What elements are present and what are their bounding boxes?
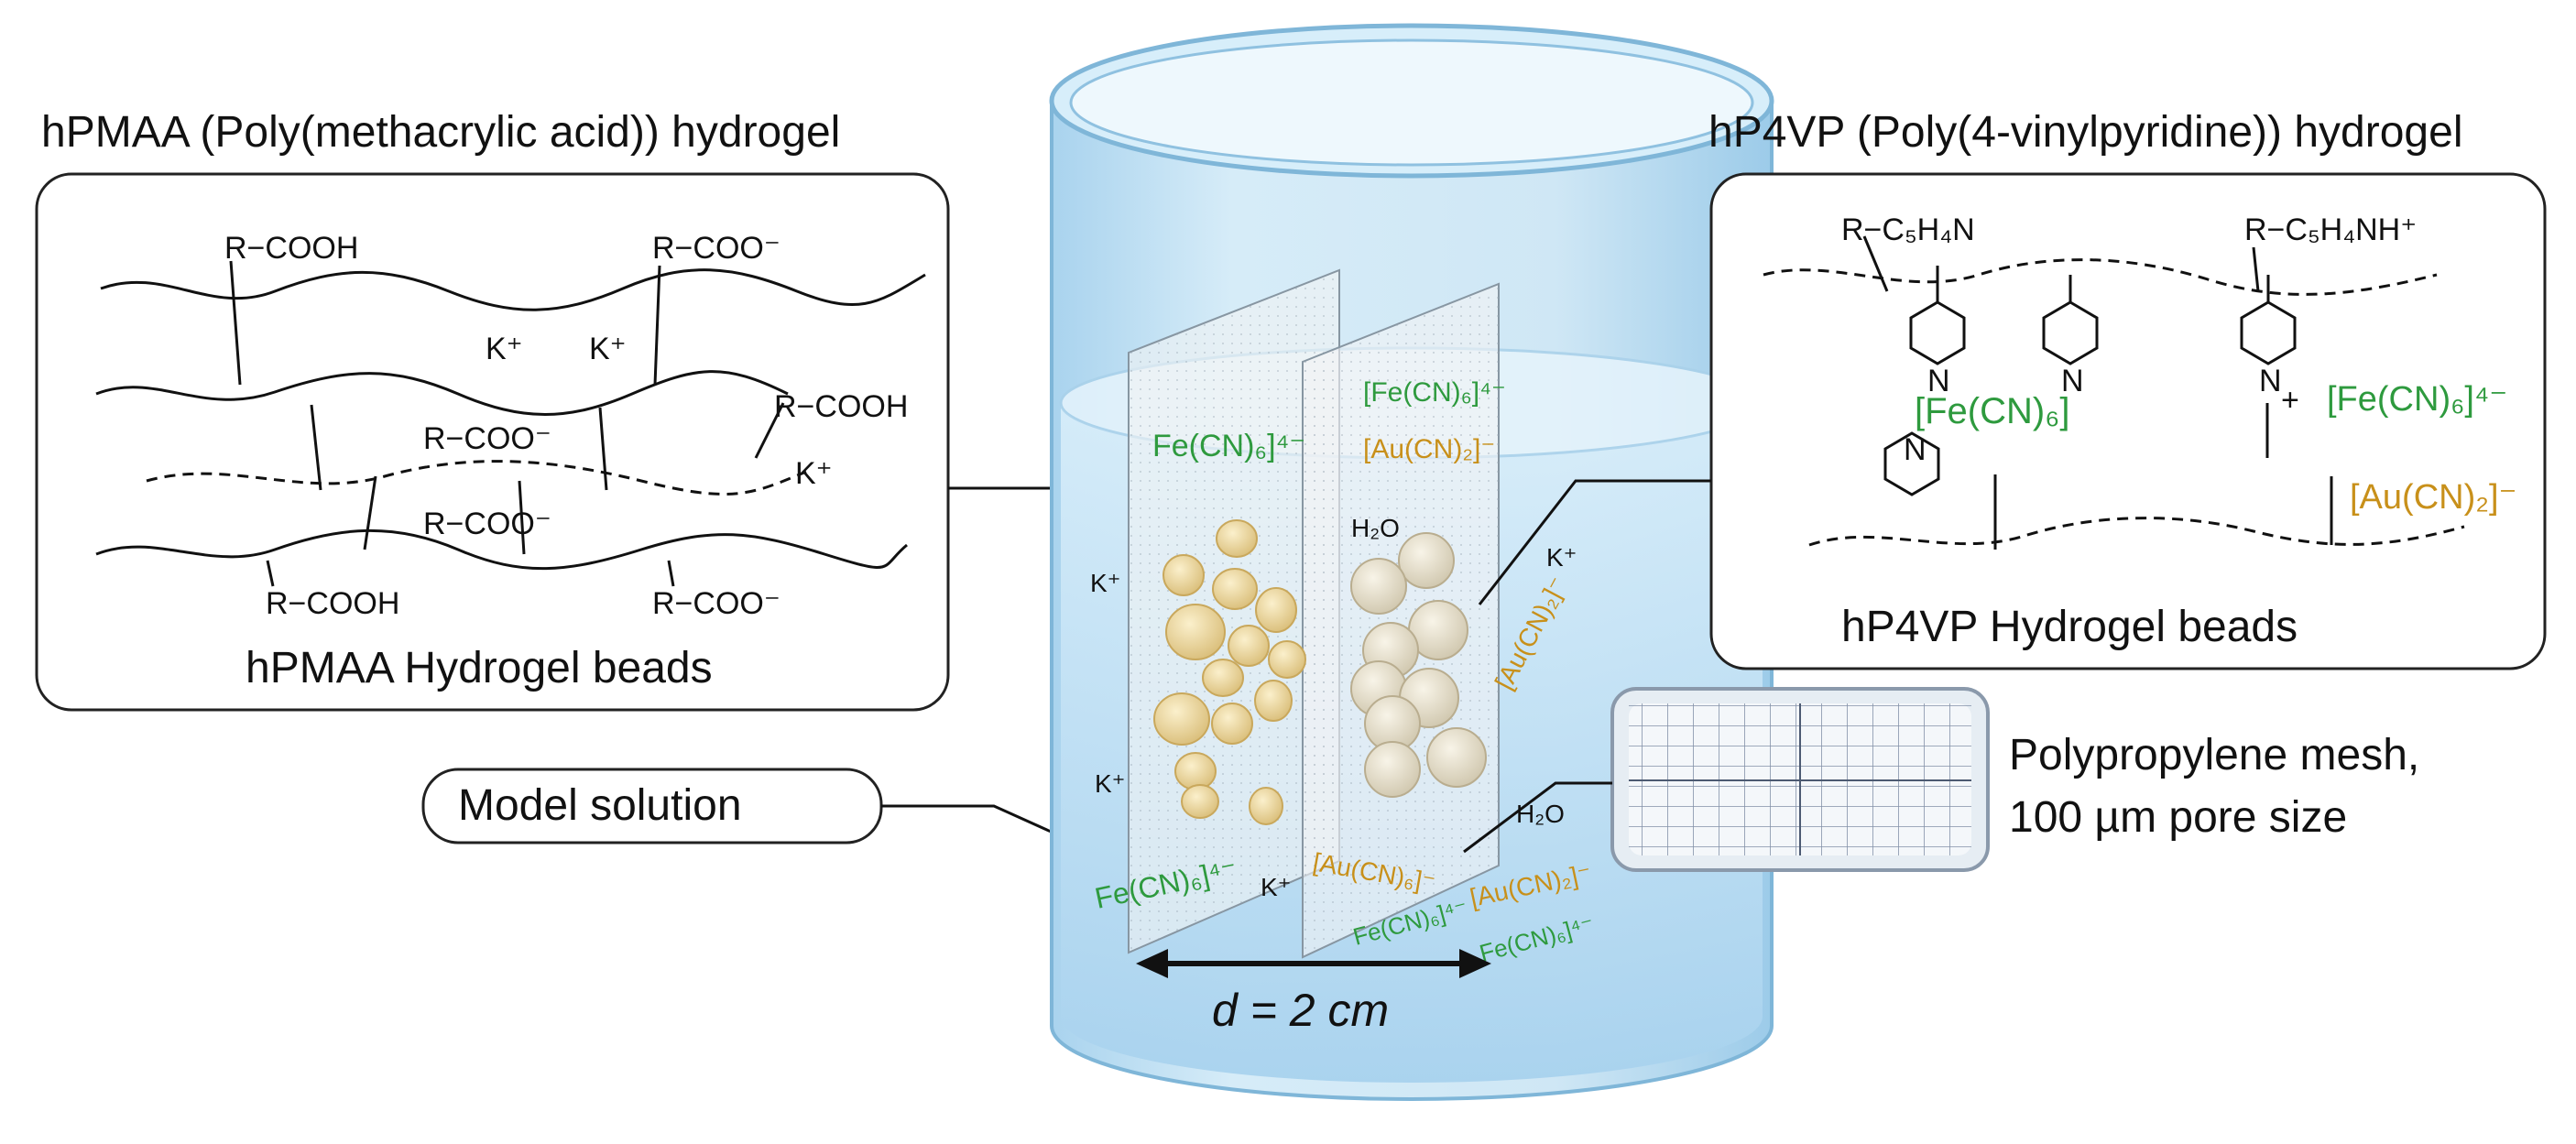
cylinder-rim-inner (1069, 38, 1754, 167)
ferrocyanide-label: Fe(CN)₆]⁴⁻ (1152, 429, 1305, 463)
hpmaa-bead (1181, 784, 1219, 819)
mesh-label-line1: Polypropylene mesh, (2009, 731, 2419, 779)
aurocyanide-label: [Au(CN)₂]⁻ (1363, 434, 1495, 464)
polymer-chain (100, 268, 926, 311)
polymer-chain (95, 370, 789, 416)
hpmaa-bead (1249, 787, 1283, 825)
hpmaa-bead (1268, 640, 1306, 679)
ring-nitrogen: N (2259, 364, 2282, 398)
polymer-chain-dashed (146, 460, 807, 496)
polymer-chain-dashed (1808, 517, 2465, 547)
ring-nitrogen: N (2061, 364, 2084, 398)
hpmaa-bead (1153, 692, 1210, 746)
pyridine-ring (1883, 300, 2297, 496)
ferrocyanide-label: [Fe(CN)₆]⁴⁻ (2327, 380, 2507, 419)
polymer-chain-dashed (1763, 258, 2438, 296)
mesh-label-line2: 100 µm pore size (2009, 793, 2347, 842)
hpmaa-bead (1216, 519, 1258, 558)
ferrocyanide-label: [Fe(CN)₆] (1915, 391, 2069, 431)
hp4vp-bead (1350, 558, 1407, 615)
ferrocyanide-label: [Fe(CN)₆]⁴⁻ (1363, 377, 1506, 408)
group-label: R−COO⁻ (423, 421, 551, 456)
hpmaa-title: hPMAA (Poly(methacrylic acid)) hydrogel (41, 108, 840, 157)
group-label: R−COO⁻ (423, 507, 551, 541)
hp4vp-box (1709, 172, 2547, 670)
group-label: R−COO⁻ (652, 586, 780, 621)
hpmaa-bead (1202, 659, 1244, 697)
hpmaa-caption: hPMAA Hydrogel beads (246, 644, 713, 692)
hpmaa-box (35, 172, 950, 712)
hpmaa-beads (1153, 519, 1306, 825)
distance-arrow (1136, 949, 1491, 978)
hpmaa-bead (1211, 703, 1253, 745)
hp4vp-beads (1350, 532, 1487, 798)
potassium-label: K⁺ (1546, 543, 1577, 572)
connector-line (1463, 781, 1612, 854)
ring-plus: + (2281, 383, 2299, 418)
group-label: R−C₅H₄N (1841, 212, 1975, 247)
backbone-links (1862, 235, 2333, 550)
potassium-label: K⁺ (1095, 769, 1125, 798)
group-label: R−C₅H₄NH⁺ (2244, 212, 2417, 247)
mesh-swatch: Polypropylene mesh, 100 µm pore size (1463, 687, 2419, 872)
ion-label: K⁺ (795, 456, 833, 491)
hpmaa-bead (1165, 604, 1226, 660)
hp4vp-title: hP4VP (Poly(4-vinylpyridine)) hydrogel (1708, 108, 2462, 157)
crosslinks (229, 260, 785, 587)
polymer-chain (95, 528, 908, 571)
model-solution-label: Model solution (458, 781, 742, 830)
hp4vp-caption: hP4VP Hydrogel beads (1841, 603, 2298, 651)
potassium-label: K⁺ (1261, 873, 1291, 901)
hpmaa-bead (1228, 625, 1270, 667)
hpmaa-bead (1255, 587, 1297, 633)
distance-label: d = 2 cm (1212, 985, 1389, 1036)
hp4vp-bead (1364, 741, 1421, 798)
water-label: H₂O (1516, 800, 1565, 828)
potassium-label: K⁺ (1090, 569, 1120, 597)
model-solution-callout: Model solution (421, 768, 1086, 849)
ion-label: K⁺ (486, 332, 523, 366)
group-label: R−COO⁻ (652, 231, 780, 266)
ion-label: K⁺ (589, 332, 627, 366)
hpmaa-bead (1254, 680, 1293, 722)
hp4vp-panel: hP4VP (Poly(4-vinylpyridine)) hydrogel N… (1708, 108, 2547, 670)
hpmaa-bead (1162, 554, 1205, 596)
hpmaa-panel: hPMAA (Poly(methacrylic acid)) hydrogel … (35, 108, 950, 712)
hp4vp-bead (1398, 532, 1455, 589)
connector-line (1478, 479, 1711, 605)
hpmaa-bead (1174, 752, 1217, 790)
water-label: H₂O (1351, 514, 1400, 542)
hp4vp-bead (1426, 727, 1487, 788)
hpmaa-bead (1212, 568, 1258, 610)
ring-nitrogen: N (1904, 432, 1927, 467)
group-label: R−COOH (224, 231, 358, 266)
ring-nitrogen: N (1927, 364, 1950, 398)
aurocyanide-label: [Au(CN)₂]⁻ (2350, 478, 2517, 517)
mesh-pane-right-texture (1303, 284, 1499, 957)
group-label: R−COOH (774, 389, 908, 424)
group-label: R−COOH (266, 586, 399, 621)
